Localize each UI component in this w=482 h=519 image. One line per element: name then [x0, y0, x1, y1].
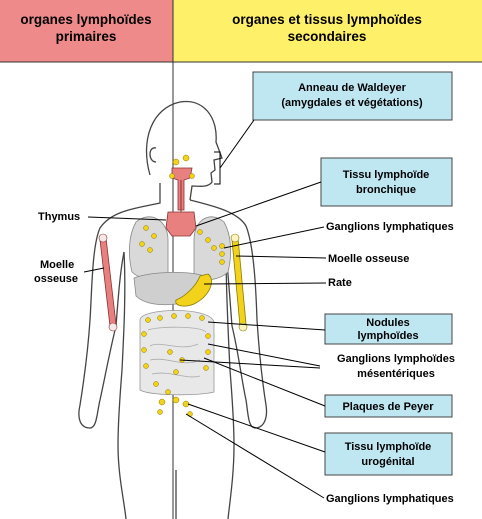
nodules-label-line2: lymphoïdes: [357, 330, 418, 342]
waldeyer-label-line1: Anneau de Waldeyer: [298, 82, 407, 94]
thymus-organ: [166, 212, 196, 236]
moelle-label-left-line1: Moelle: [40, 259, 74, 271]
rate-leader: [204, 283, 326, 284]
moelle-label-left-line2: osseuse: [34, 273, 78, 285]
moelle-right-leader: [236, 256, 326, 258]
urogenital-label-line2: urogénital: [361, 456, 414, 468]
moelle-label-right: Moelle osseuse: [328, 253, 409, 265]
urogenital-box: [325, 433, 452, 475]
primary-header-line2: primaires: [56, 29, 117, 44]
ganglions-label-1: Ganglions lymphatiques: [326, 221, 454, 233]
nodules-leader: [208, 322, 325, 330]
airway: [172, 168, 192, 212]
secondary-header-line1: organes et tissus lymphoïdes: [232, 12, 422, 27]
mesent-label-line2: mésentériques: [357, 368, 435, 380]
bronchique-label-line2: bronchique: [356, 184, 416, 196]
intestines: [140, 311, 214, 395]
leader-lines: [84, 120, 326, 498]
bronchique-label-line1: Tissu lymphoïde: [343, 169, 430, 181]
urogenital-label-line1: Tissu lymphoïde: [345, 441, 432, 453]
bronchique-box: [321, 158, 452, 206]
secondary-header-line2: secondaires: [288, 29, 367, 44]
waldeyer-leader: [220, 120, 254, 168]
peyer-label: Plaques de Peyer: [342, 401, 434, 413]
moelle-left-leader: [84, 268, 104, 272]
bronchique-leader: [196, 182, 321, 226]
waldeyer-label-line2: (amygdales et végétations): [281, 97, 423, 109]
thymus-label: Thymus: [38, 211, 80, 223]
mesent-label-line1: Ganglions lymphoïdes: [337, 353, 455, 365]
nodules-label-line1: Nodules: [366, 317, 409, 329]
rate-label: Rate: [328, 277, 352, 289]
ganglions-label-2: Ganglions lymphatiques: [326, 493, 454, 505]
ganglions2-leader: [186, 414, 324, 498]
primary-header-line1: organes lymphoïdes: [20, 12, 151, 27]
waldeyer-box: [253, 72, 452, 120]
